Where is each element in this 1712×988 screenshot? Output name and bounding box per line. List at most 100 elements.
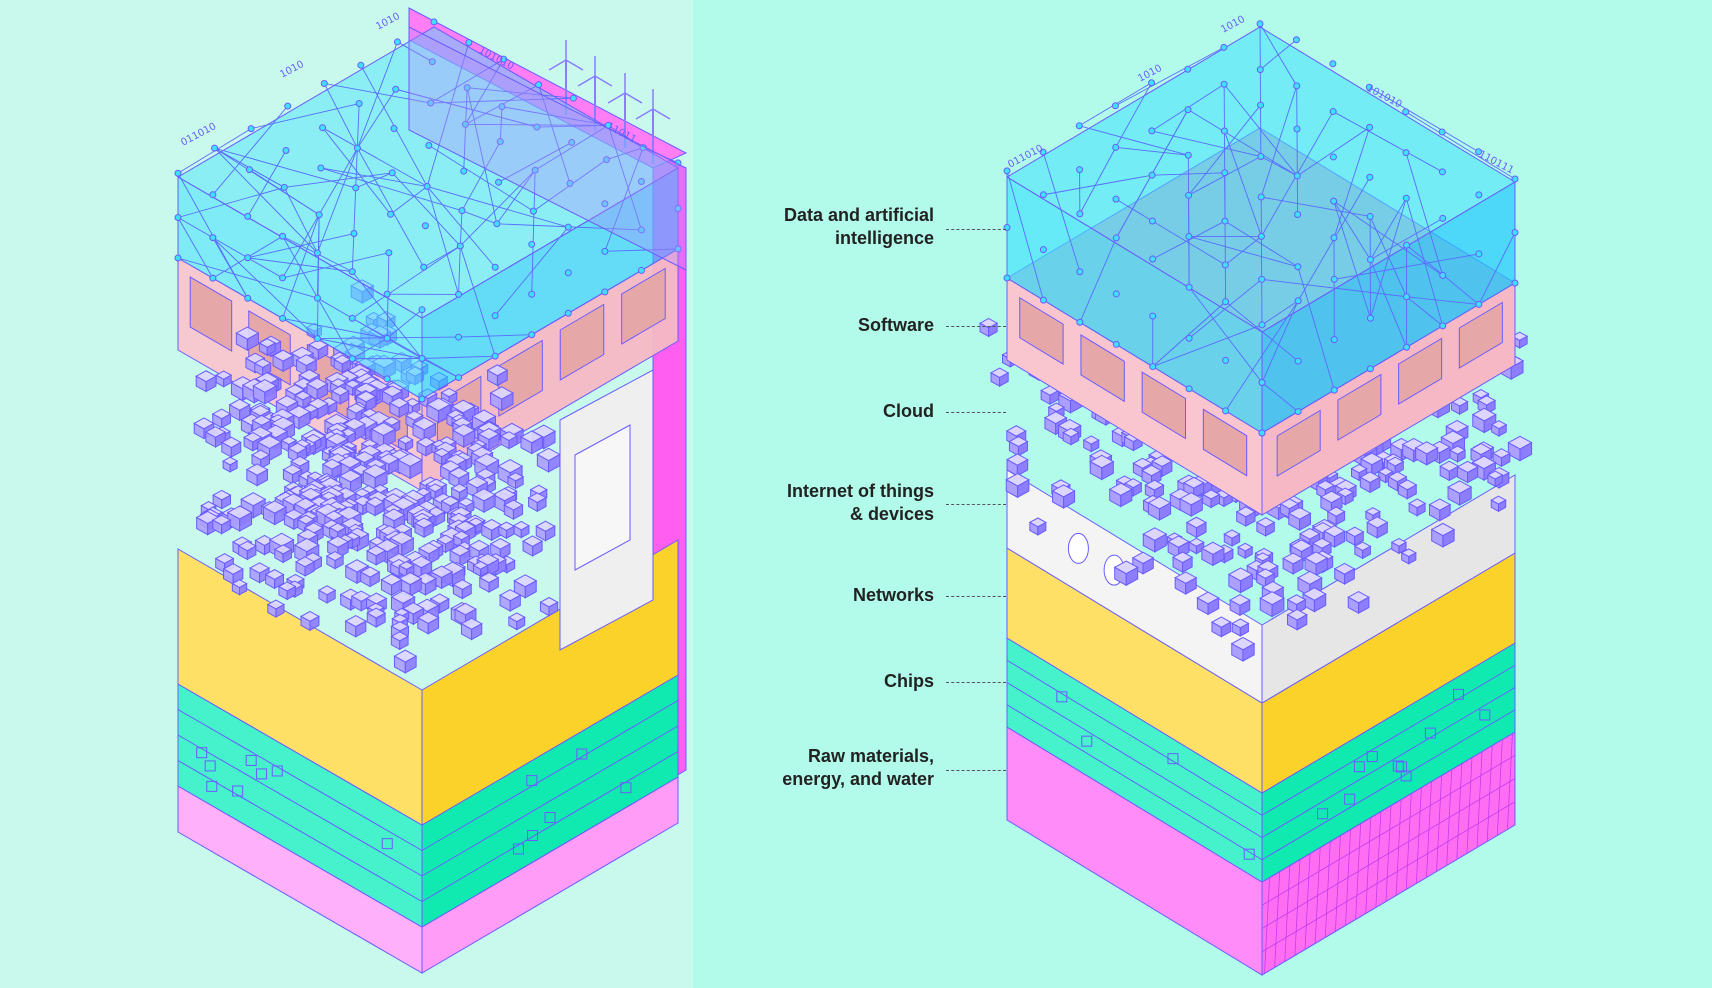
cube-right <box>1212 547 1225 567</box>
mesh-node <box>491 312 499 320</box>
mesh-node <box>393 38 401 46</box>
cloud-cube <box>249 562 271 584</box>
cube-right <box>239 511 253 532</box>
mesh-edge <box>461 210 498 225</box>
mesh-edge <box>1223 83 1298 177</box>
mesh-edge <box>320 167 428 187</box>
cube-right <box>1017 478 1030 499</box>
cube-right <box>1426 447 1439 466</box>
mesh-node <box>1257 153 1265 161</box>
mesh-node <box>491 263 499 271</box>
mesh-node <box>317 164 325 172</box>
label-line: energy, and water <box>782 769 934 789</box>
mesh-node <box>1112 234 1120 242</box>
mesh-edge <box>1333 201 1371 319</box>
mesh-edge <box>1152 172 1225 176</box>
mesh-node <box>1149 255 1157 263</box>
mesh-node <box>425 141 433 149</box>
cube-right <box>1231 533 1241 547</box>
circuit-trace <box>177 760 423 902</box>
mesh-edge <box>1261 382 1299 412</box>
cube-right <box>439 598 450 614</box>
mesh-node <box>1039 191 1047 199</box>
chip-pad <box>512 843 524 855</box>
cube-right <box>505 525 515 540</box>
mesh-node <box>383 334 391 342</box>
cube-right <box>536 496 547 513</box>
cube-right <box>543 430 556 450</box>
mesh-node <box>284 102 292 110</box>
cloud-cube <box>433 447 451 466</box>
texture-line <box>1261 754 1516 906</box>
mesh-edge <box>316 214 320 339</box>
mesh-edge <box>494 226 569 316</box>
cloud-cube <box>365 496 385 517</box>
cube-right <box>508 435 518 450</box>
mesh-edge <box>458 245 461 295</box>
chip-pad <box>1366 751 1378 763</box>
cube-right <box>246 545 257 561</box>
mesh-node <box>353 144 361 152</box>
mesh-edge <box>1188 286 1263 383</box>
mesh-node <box>313 294 321 302</box>
cloud-cube <box>1200 541 1225 567</box>
cube-right <box>548 601 559 617</box>
mesh-node <box>637 266 645 274</box>
chip-pad <box>196 747 208 759</box>
mesh-node <box>463 84 471 92</box>
mesh-node <box>315 211 323 219</box>
chip-pad <box>526 775 538 787</box>
mesh-edge <box>212 105 289 196</box>
mesh-edge <box>428 144 534 212</box>
cube-right <box>506 559 516 574</box>
app-window <box>1141 371 1186 440</box>
cube-right <box>1101 460 1114 481</box>
cloud-cube <box>266 599 286 618</box>
mesh-node <box>388 169 396 177</box>
cloud-cube <box>1286 608 1308 631</box>
mesh-edge <box>426 186 460 295</box>
cube-right <box>256 468 269 487</box>
mesh-edge <box>352 245 461 319</box>
cloud-cube <box>1201 489 1221 509</box>
cloud-cube <box>272 349 295 373</box>
mesh-node <box>528 290 536 298</box>
mesh-node <box>421 222 429 230</box>
cube-right <box>1519 441 1533 462</box>
mesh-node <box>1257 101 1265 109</box>
cloud-cube <box>333 354 352 374</box>
cloud-cube <box>1400 548 1417 565</box>
mesh-node <box>1256 66 1264 74</box>
chip-pad <box>1353 761 1365 773</box>
cube-right <box>1271 597 1285 618</box>
mesh-node <box>1402 149 1410 157</box>
app-window <box>1080 334 1125 403</box>
label-software: Software <box>858 314 934 337</box>
smartphone-icon <box>574 424 631 571</box>
mesh-edge <box>212 237 249 299</box>
cloud-cube <box>1471 407 1497 434</box>
chip-pad <box>1317 808 1329 820</box>
cloud-cube <box>507 612 526 631</box>
mesh-node <box>455 290 463 298</box>
cube-right <box>515 475 524 490</box>
mesh-node <box>637 177 645 185</box>
cube-right <box>334 555 344 570</box>
mesh-edge <box>459 245 496 357</box>
leader-line <box>946 682 1006 683</box>
mesh-node <box>1221 217 1229 225</box>
mesh-node <box>1185 283 1193 291</box>
label-line: Data and artificial <box>783 205 934 225</box>
cube-right <box>435 511 446 527</box>
cube-right <box>1240 573 1253 594</box>
cloud-cube <box>362 464 389 491</box>
mesh-node <box>1366 212 1374 220</box>
mesh-edge <box>1296 85 1299 215</box>
cube-right <box>445 538 455 554</box>
app-window <box>1458 301 1503 369</box>
mesh-node <box>392 85 400 93</box>
mesh-node <box>1003 274 1011 282</box>
cloud-cube <box>1237 542 1254 559</box>
mesh-node <box>1511 229 1519 236</box>
cloud-cube <box>1414 441 1439 466</box>
